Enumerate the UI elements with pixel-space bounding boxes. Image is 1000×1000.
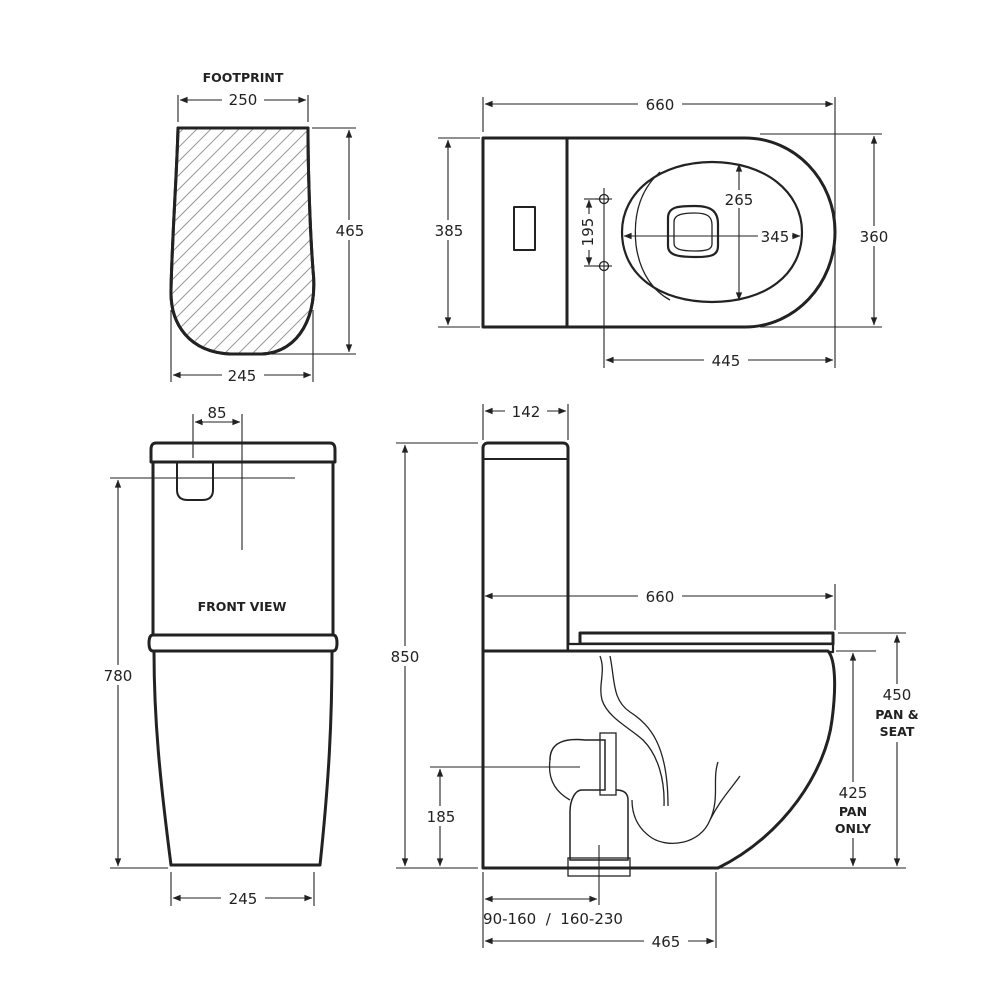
front-cistern	[149, 441, 337, 464]
hatch-line	[170, 128, 263, 354]
side-trapway	[599, 655, 665, 807]
dim-plan-seat-width: 345	[761, 228, 790, 246]
dim-side-cistern-depth: 142	[512, 403, 541, 421]
pan-only-label-2: ONLY	[835, 821, 872, 836]
dim-plan-bowl-length: 265	[725, 191, 754, 209]
plan-waste-outlet	[666, 204, 720, 259]
hatch-line	[170, 128, 193, 354]
pan-seat-label-2: SEAT	[880, 724, 915, 739]
hatch-line	[170, 128, 314, 354]
plan-bowl-inner	[634, 171, 671, 301]
dim-front-cistern-height: 780	[104, 667, 133, 685]
dim-footprint-depth: 465	[336, 222, 365, 240]
hatch-line	[170, 128, 179, 354]
dim-side-set-out: 90-160 / 160-230	[483, 910, 623, 928]
side-outlet-pipe	[549, 738, 629, 861]
dim-footprint-bottom-width: 245	[228, 367, 257, 385]
plan-view: 660 385 195 265 345 360 445	[430, 95, 892, 370]
dim-plan-fixing-to-front: 445	[712, 352, 741, 370]
dim-side-overall-height: 850	[391, 648, 420, 666]
hatch-line	[170, 128, 277, 354]
front-inlet	[176, 462, 214, 501]
hatch-line	[170, 128, 314, 354]
hatch-line	[170, 128, 235, 354]
dim-footprint-top-width: 250	[229, 91, 258, 109]
hatch-line	[175, 128, 314, 354]
hatch-line	[170, 128, 221, 354]
dim-plan-overall-length: 660	[646, 96, 675, 114]
side-seat	[578, 631, 835, 646]
hatch-line	[170, 128, 249, 354]
hatch-line	[170, 128, 305, 354]
hatch-line	[170, 128, 314, 354]
hatch-line	[170, 128, 314, 354]
hatch-line	[217, 128, 314, 354]
hatch-line	[0, 120, 150, 360]
dim-plan-overall-width: 360	[860, 228, 889, 246]
side-view: 142 850 660 450 PAN & SEAT 425 PAN ONLY …	[385, 402, 922, 951]
hatch-line	[0, 120, 164, 360]
front-view: FRONT VIEW 85 780 245	[98, 403, 339, 908]
dim-plan-fixing-spacing: 195	[579, 218, 597, 247]
side-pan	[481, 649, 837, 870]
dim-side-pan-seat-height: 450	[883, 686, 912, 704]
pan-seat-label-1: PAN &	[875, 707, 919, 722]
pan-only-label-1: PAN	[839, 804, 867, 819]
hatch-line	[170, 128, 314, 354]
hatch-line	[170, 128, 314, 354]
dim-front-inlet-offset: 85	[207, 404, 226, 422]
dim-side-overall-length: 660	[646, 588, 675, 606]
footprint-view: FOOTPRINT 250 465 245	[0, 70, 368, 385]
hatch-line	[170, 128, 291, 354]
hatch-line	[259, 128, 314, 354]
hatch-line	[231, 128, 314, 354]
front-seat-band	[147, 633, 339, 653]
hatch-line	[203, 128, 314, 354]
plan-bowl-rim	[620, 160, 804, 304]
side-cistern	[481, 441, 570, 653]
dim-side-pan-only-height: 425	[839, 784, 868, 802]
hatch-line	[245, 128, 314, 354]
dim-front-base-width: 245	[229, 890, 258, 908]
footprint-outline-stroke	[169, 126, 316, 356]
flush-button	[513, 206, 536, 251]
dim-side-base-depth: 465	[652, 933, 681, 951]
dim-side-outlet-height: 185	[427, 808, 456, 826]
dim-plan-cistern-depth: 385	[435, 222, 464, 240]
footprint-label: FOOTPRINT	[203, 70, 284, 85]
front-pan	[152, 649, 334, 867]
front-view-label: FRONT VIEW	[198, 599, 287, 614]
